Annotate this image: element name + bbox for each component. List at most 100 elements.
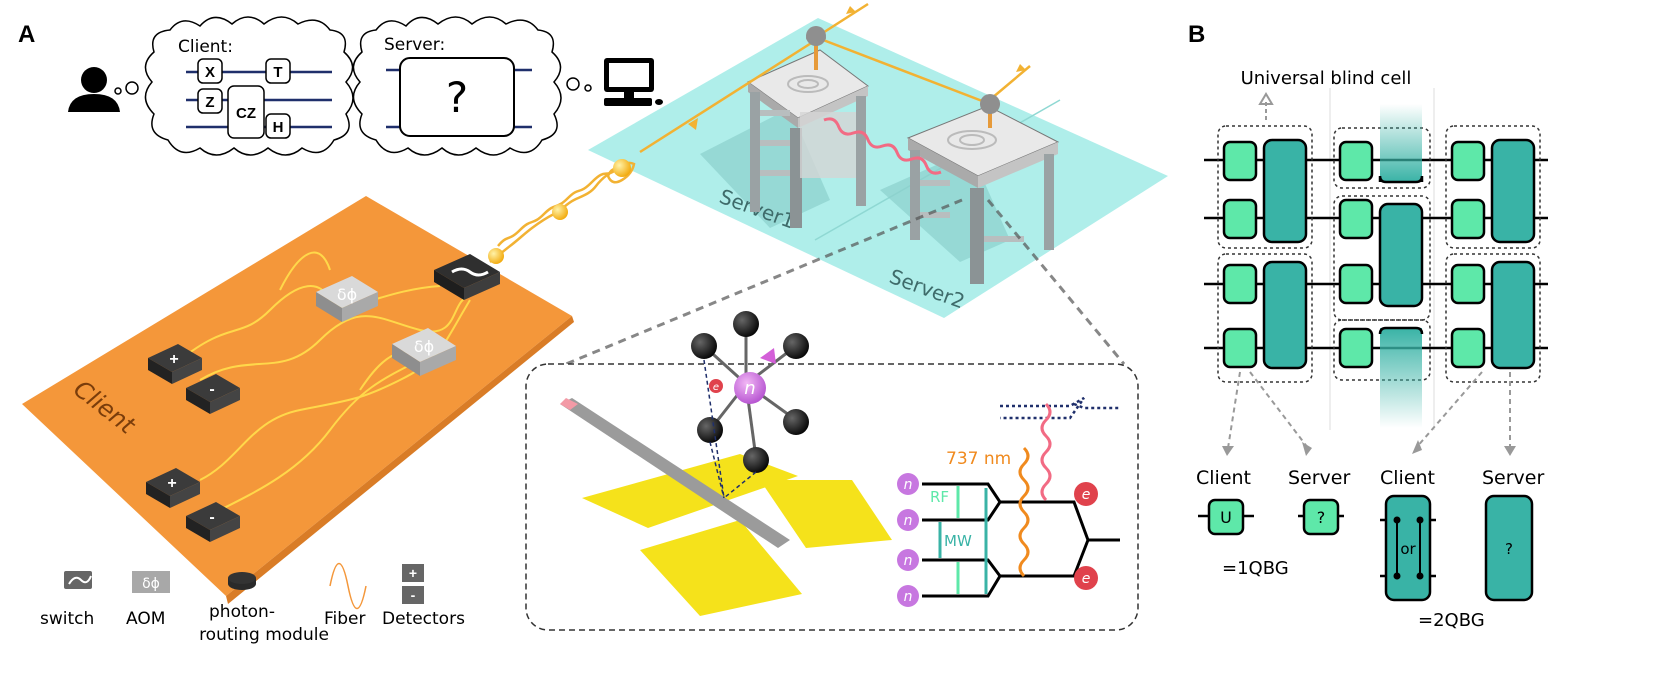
- server-unknown-1q-gate: ?: [1298, 498, 1344, 536]
- thought-dot: [125, 81, 139, 95]
- photon: [613, 159, 631, 177]
- legend-photon-routing-line2: routing module: [199, 625, 329, 645]
- thought-dot: [584, 84, 592, 92]
- switch-icon: [64, 571, 92, 589]
- wavelength-label: 737 nm: [946, 449, 1011, 469]
- arrow-head: [846, 6, 856, 14]
- arrow-head: [1016, 64, 1026, 72]
- gate-x: X: [197, 58, 223, 84]
- server-unknown-mark: ?: [446, 73, 468, 122]
- svg-text:e: e: [1082, 571, 1091, 587]
- svg-text:δϕ: δϕ: [414, 337, 434, 356]
- computer-icon: [604, 58, 663, 106]
- legend-fiber: Fiber: [324, 609, 366, 629]
- server-bubble-title: Server:: [384, 35, 445, 55]
- svg-text:U: U: [1220, 508, 1232, 527]
- detector-plus-1: +: [148, 344, 202, 384]
- aom-block-2: δϕ: [392, 328, 456, 376]
- server-2q-label: Server: [1482, 467, 1544, 489]
- client-2q-gate: or: [1380, 494, 1436, 602]
- svg-text:n: n: [904, 513, 913, 529]
- client-bubble-title: Client:: [178, 37, 233, 57]
- gate-h: H: [265, 113, 291, 139]
- legend-aom: AOM: [126, 609, 165, 629]
- electrode: [582, 454, 798, 528]
- circuit-wires: [1204, 158, 1548, 350]
- aom-icon: δϕ: [132, 571, 170, 593]
- user-icon: [68, 67, 120, 112]
- gate-cz: CZ: [227, 85, 265, 139]
- svg-text:T: T: [273, 64, 282, 81]
- unknown-gate-box: [399, 57, 515, 137]
- focus-lines: [703, 359, 757, 499]
- zoom-line: [565, 198, 963, 366]
- legend-arrows: [1227, 371, 1511, 449]
- svg-text:-: -: [209, 381, 214, 398]
- faded-gate-bottom: [1380, 328, 1422, 428]
- server-2q-gate: ?: [1484, 494, 1534, 602]
- svg-text:-: -: [411, 587, 416, 603]
- universal-blind-cell-title: Universal blind cell: [1241, 68, 1412, 89]
- svg-text:e: e: [713, 382, 719, 393]
- client-u-gate: U: [1198, 498, 1254, 536]
- detector-minus-1: -: [186, 374, 240, 414]
- routing-module-2: [980, 94, 1000, 114]
- gate-z: Z: [197, 88, 223, 114]
- svg-text:CZ: CZ: [236, 105, 256, 122]
- faded-gate-bottom-edge: [1378, 326, 1424, 335]
- legend-photon-routing-line1: photon-: [209, 602, 275, 622]
- server2-cryostat: [906, 99, 1060, 284]
- diamond-lattice: n e: [691, 311, 809, 473]
- svg-text:H: H: [273, 119, 284, 136]
- thought-dot: [114, 87, 122, 95]
- svg-text:+: +: [409, 565, 417, 581]
- client-2q-label: Client: [1380, 467, 1435, 489]
- svg-text:δϕ: δϕ: [337, 285, 357, 304]
- server1-cryostat: [747, 33, 869, 228]
- faded-gate-top-edge: [1378, 175, 1424, 184]
- title-arrow-head: [1258, 92, 1274, 105]
- svg-text:n: n: [904, 477, 913, 493]
- detectors-icon: + -: [402, 564, 424, 604]
- svg-text:+: +: [167, 475, 176, 492]
- server-1q-label: Server: [1288, 467, 1350, 489]
- routing-module-1: [806, 26, 826, 46]
- mw-label: MW: [944, 532, 972, 550]
- panel-a-label: A: [18, 21, 35, 48]
- svg-text:Z: Z: [205, 94, 214, 111]
- zoom-line: [986, 199, 1126, 365]
- detector-plus-2: +: [146, 468, 200, 508]
- photon: [488, 248, 504, 264]
- legend-switch: switch: [40, 609, 94, 629]
- svg-text:δϕ: δϕ: [142, 576, 160, 592]
- nanobeam-waveguide: [560, 398, 790, 548]
- svg-text:n: n: [744, 378, 755, 399]
- gate-t: T: [265, 58, 291, 84]
- thought-dot: [566, 77, 580, 91]
- electrode: [760, 480, 892, 548]
- fiber-icon: [329, 563, 367, 609]
- entangling-link: [823, 117, 942, 175]
- svg-text:n: n: [904, 589, 913, 605]
- legend-detectors: Detectors: [382, 609, 465, 629]
- svg-text:X: X: [205, 64, 215, 81]
- svg-text:?: ?: [1317, 508, 1326, 527]
- svg-text:+: +: [169, 351, 178, 368]
- photon: [552, 204, 568, 220]
- waveguide-tip: [560, 398, 578, 410]
- electrode: [640, 520, 802, 616]
- panel-b-label: B: [1188, 21, 1205, 48]
- svg-text:n: n: [904, 553, 913, 569]
- blind-cell-gates: [1222, 138, 1536, 370]
- client-1q-label: Client: [1196, 467, 1251, 489]
- svg-text:?: ?: [1505, 540, 1513, 558]
- arrow-head: [688, 118, 698, 130]
- energy-level-scheme: 737 nm RF MW n n n n e e: [897, 396, 1120, 607]
- server-plane: [588, 18, 1168, 318]
- qbg1-label: =1QBG: [1222, 558, 1289, 579]
- client-plane-edge: [226, 316, 574, 604]
- detector-minus-2: -: [186, 502, 240, 542]
- aom-block-1: δϕ: [316, 276, 378, 322]
- legend: switch δϕ AOM photon- routing module Fib…: [40, 563, 465, 645]
